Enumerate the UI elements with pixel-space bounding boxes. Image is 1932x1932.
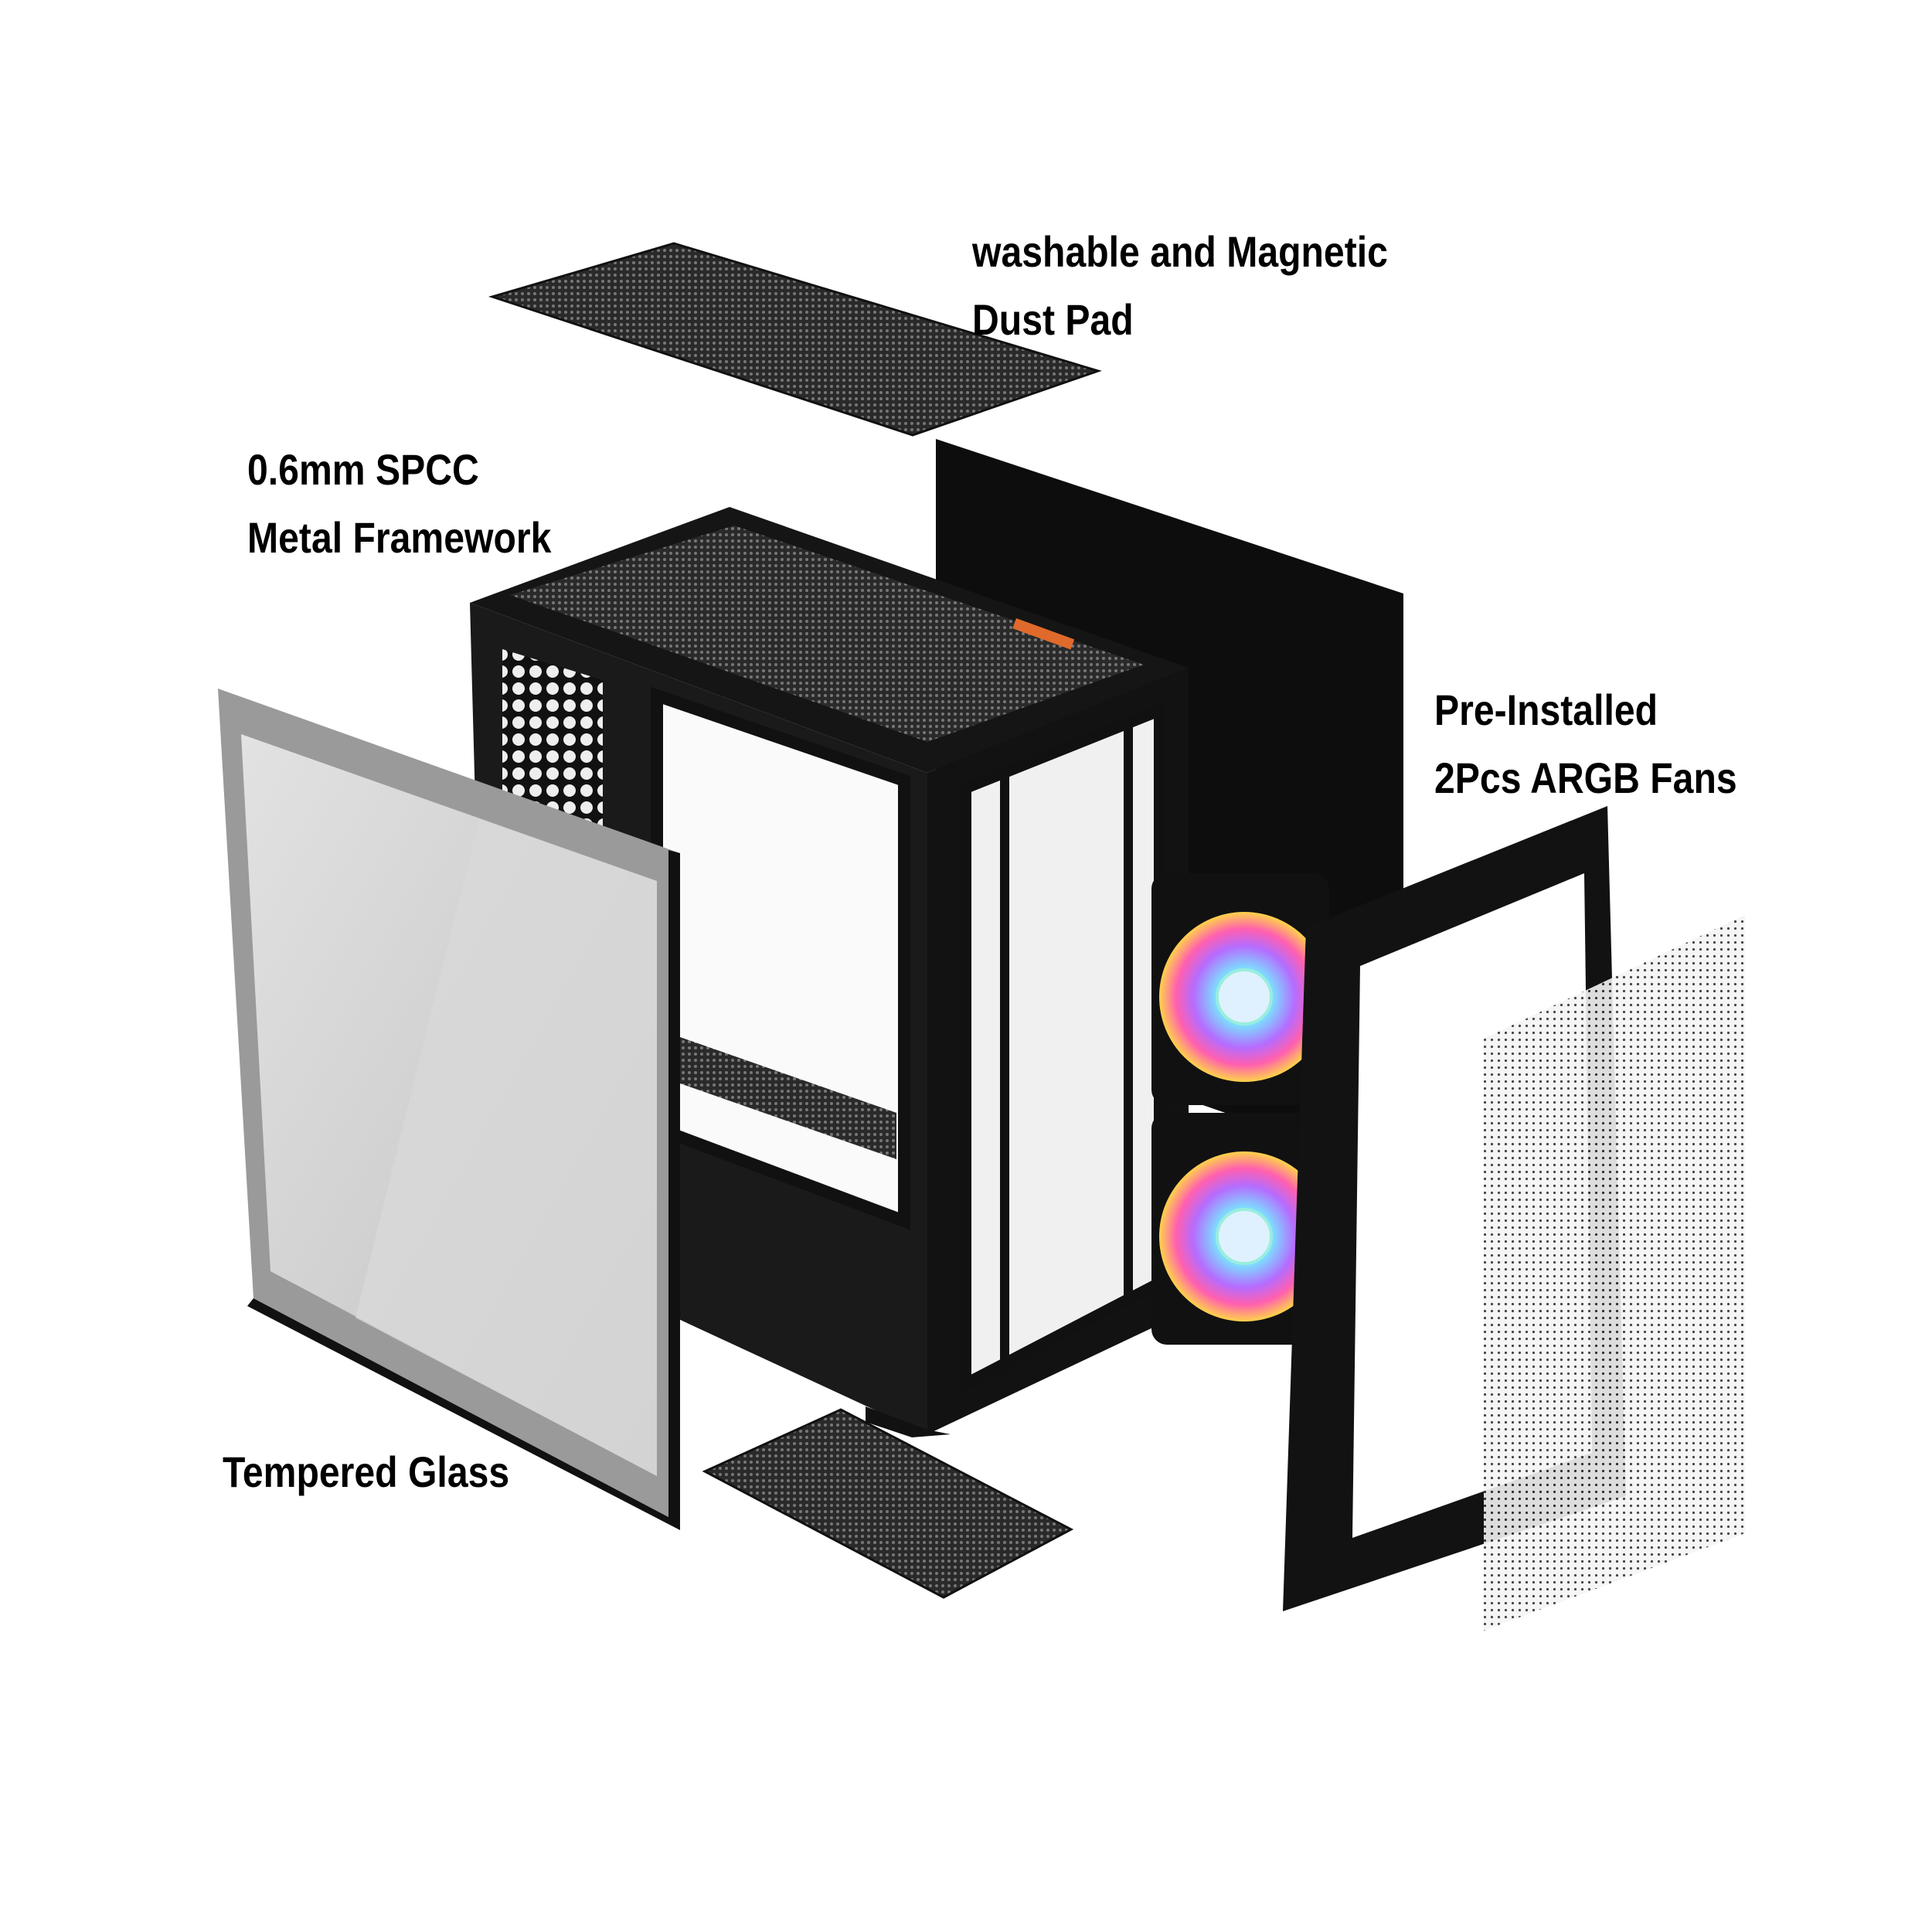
framework-label-line1: 0.6mm SPCC [247, 445, 479, 494]
front-mesh-panel [1484, 915, 1745, 1631]
metal-framework [470, 507, 1189, 1437]
dust-pad-label-line2: Dust Pad [972, 295, 1134, 344]
framework-label-line2: Metal Framework [247, 513, 552, 562]
dust-pad-label-line1: washable and Magnetic [972, 227, 1388, 276]
top-dust-pad [488, 242, 1102, 437]
glass-label: Tempered Glass [223, 1447, 510, 1496]
tempered-glass-panel [218, 689, 680, 1530]
fans-label-line1: Pre-Installed [1434, 685, 1658, 734]
bottom-dust-pad [702, 1408, 1074, 1599]
fans-label-line2: 2Pcs ARGB Fans [1434, 753, 1737, 802]
argb-fans [1151, 873, 1329, 1345]
